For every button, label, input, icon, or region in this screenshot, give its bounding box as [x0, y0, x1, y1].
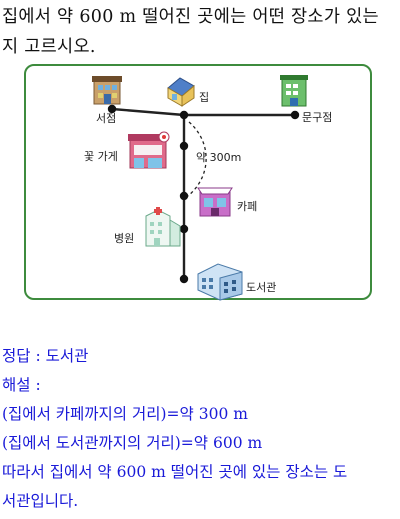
label-distance: 약 300m — [196, 150, 241, 164]
dot-cafe — [179, 191, 189, 201]
cafe-icon — [197, 187, 233, 217]
label-bookstore: 서점 — [96, 112, 116, 125]
question-text: 집에서 약 600 m 떨어진 곳에는 어떤 장소가 있는 지 고르시오. — [2, 2, 398, 62]
dot-flower-shop — [179, 141, 189, 151]
stationery-icon — [280, 75, 308, 107]
label-stationery: 문구점 — [302, 111, 332, 124]
answer-section: 정답 : 도서관 해설 : (집에서 카페까지의 거리)=약 300 m (집에… — [2, 342, 398, 516]
bookstore-icon — [92, 76, 122, 105]
label-home: 집 — [199, 91, 209, 104]
label-flower-shop: 꽃 가게 — [84, 150, 118, 163]
road-bookstore-home — [111, 107, 185, 117]
dot-hospital — [179, 224, 189, 234]
dot-library — [179, 274, 189, 284]
map-figure: 서점 집 문구점 꽃 가게 약 300m 카페 병원 도서관 — [24, 64, 372, 301]
explanation-heading: 해설 : — [2, 376, 41, 394]
flower-shop-icon — [128, 131, 170, 169]
home-icon — [167, 77, 195, 107]
dot-bookstore — [107, 104, 117, 114]
map-diagram: 서점 집 문구점 꽃 가게 약 300m 카페 병원 도서관 — [84, 75, 332, 301]
explanation-line-3: 따라서 집에서 약 600 m 떨어진 곳에 있는 장소는 도 — [2, 463, 348, 481]
explanation-line-2: (집에서 도서관까지의 거리)=약 600 m — [2, 434, 263, 452]
explanation-line-1: (집에서 카페까지의 거리)=약 300 m — [2, 405, 248, 423]
explanation-line-4: 서관입니다. — [2, 492, 79, 510]
label-hospital: 병원 — [114, 232, 134, 245]
road-dots — [107, 104, 300, 284]
label-library: 도서관 — [246, 281, 276, 294]
library-icon — [197, 263, 243, 301]
question-line-1: 집에서 약 600 m 떨어진 곳에는 어떤 장소가 있는 — [2, 7, 379, 27]
distance-arc — [187, 121, 207, 197]
question-line-2: 지 고르시오. — [2, 37, 96, 57]
hospital-icon — [145, 207, 181, 247]
answer-line: 정답 : 도서관 — [2, 347, 89, 365]
label-cafe: 카페 — [237, 200, 257, 213]
dot-stationery — [290, 110, 300, 120]
dot-home — [179, 110, 189, 120]
